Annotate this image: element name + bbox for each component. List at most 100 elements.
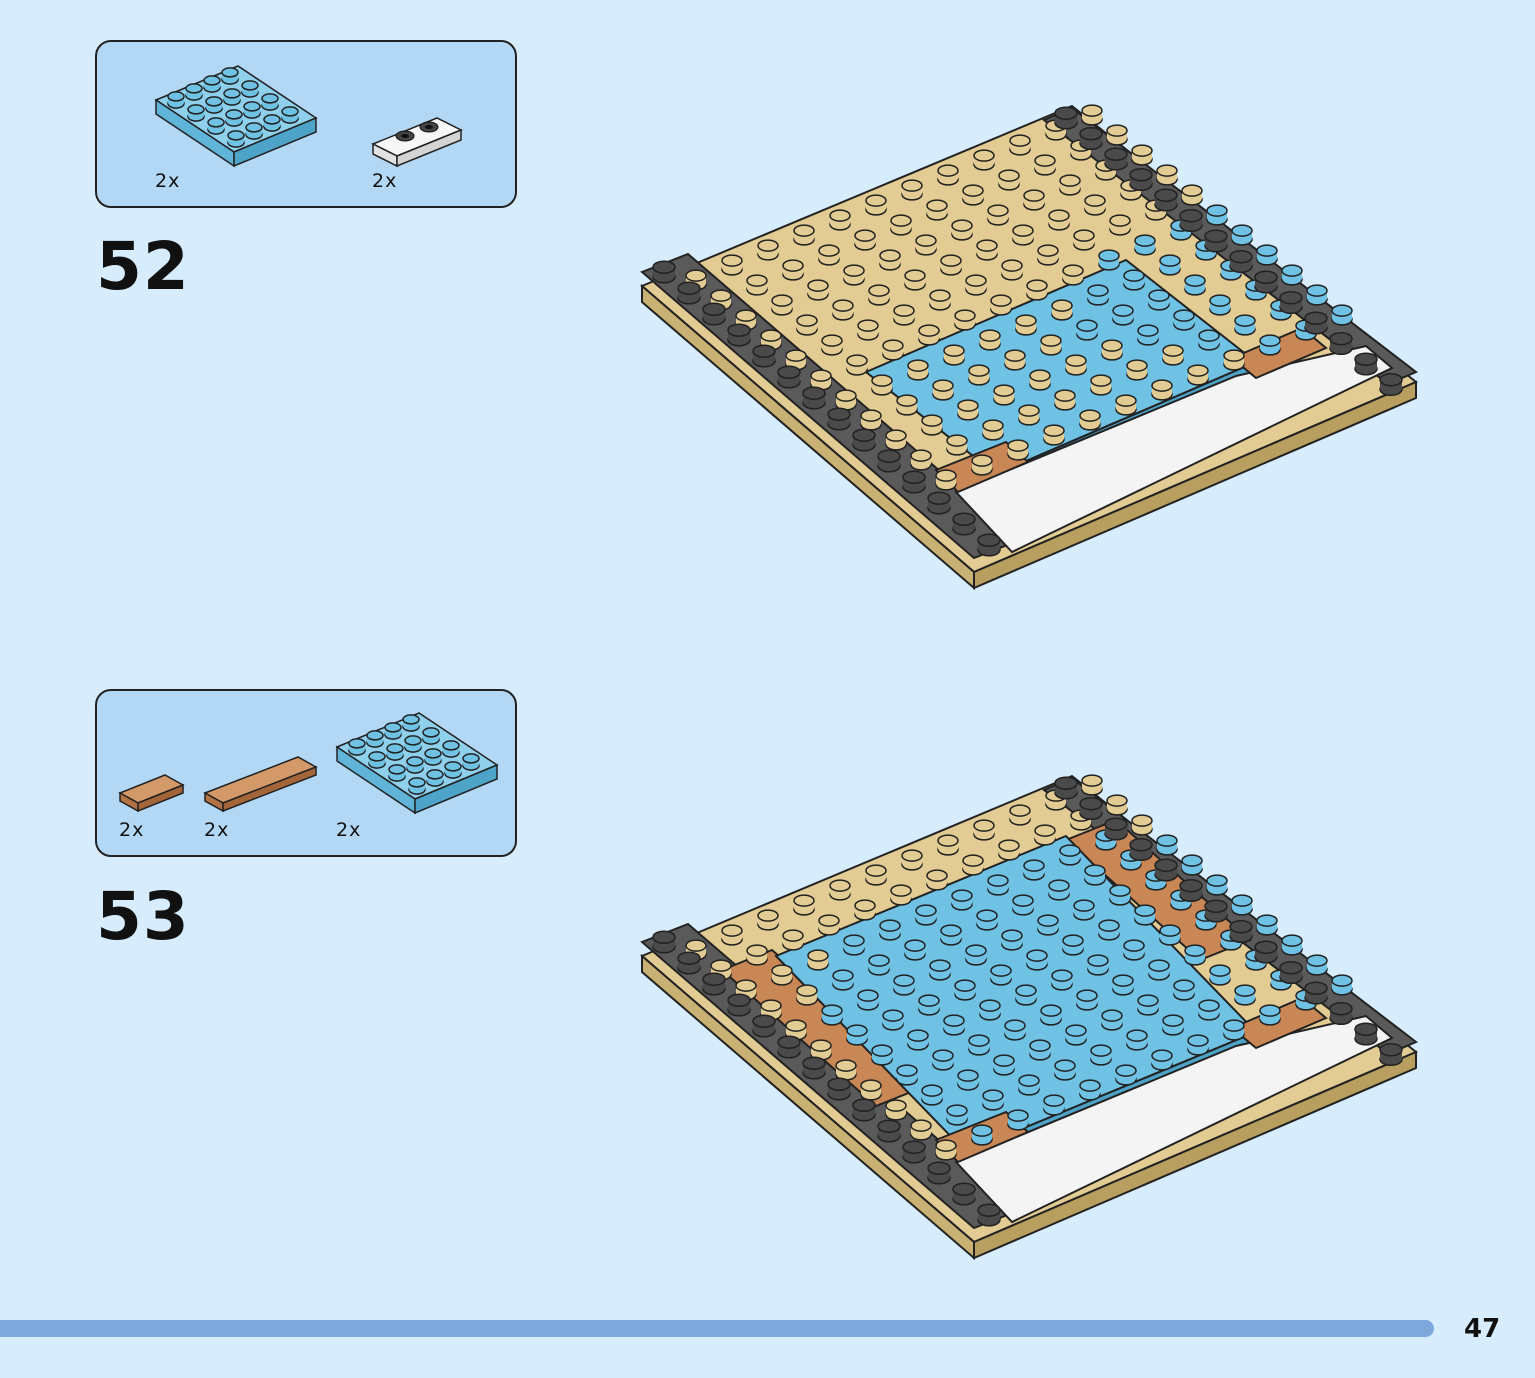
blue-stud xyxy=(1062,934,1084,956)
step-number: 53 xyxy=(96,878,190,955)
blue-stud xyxy=(1126,1029,1148,1051)
gray-stud xyxy=(802,1056,826,1080)
tan-stud xyxy=(1018,404,1040,426)
tan-stud xyxy=(760,329,782,351)
tan-stud xyxy=(1101,339,1123,361)
tan-stud xyxy=(854,229,876,251)
tan-stud xyxy=(835,1059,857,1081)
tan-stud xyxy=(721,924,743,946)
gray-stud xyxy=(1179,208,1203,233)
tan-stud xyxy=(810,1039,832,1061)
gray-stud xyxy=(1179,878,1203,903)
part-quantity: 2x xyxy=(119,819,145,841)
blue-stud xyxy=(1148,289,1170,311)
tan-stud xyxy=(971,454,993,476)
blue-stud xyxy=(1306,954,1328,976)
tan-stud xyxy=(1106,124,1128,146)
tan-stud xyxy=(1223,349,1245,371)
part-quantity: 2x xyxy=(336,819,362,841)
tan-stud xyxy=(1001,259,1023,281)
blue-stud xyxy=(821,1004,843,1026)
tan-stud xyxy=(871,374,893,396)
blue-stud xyxy=(1184,944,1206,966)
tan-stud xyxy=(829,879,851,901)
blue-stud xyxy=(1037,914,1059,936)
tan-stud xyxy=(1081,774,1103,796)
tan-stud xyxy=(935,1139,957,1161)
tan-stud xyxy=(746,274,768,296)
gray-stud xyxy=(1379,372,1403,397)
blue-stud xyxy=(1198,329,1220,351)
gray-stud xyxy=(702,302,726,326)
light-blue-4x4-plate-icon xyxy=(154,65,318,168)
blue-stud xyxy=(1151,1049,1173,1071)
blue-stud xyxy=(1159,254,1181,276)
tan-stud xyxy=(882,339,904,361)
tan-stud xyxy=(821,334,843,356)
plate-stud xyxy=(366,730,384,748)
tan-stud xyxy=(796,314,818,336)
gray-stud xyxy=(677,281,701,305)
blue-stud xyxy=(1112,974,1134,996)
blue-stud xyxy=(1076,319,1098,341)
tan-stud xyxy=(832,299,854,321)
tan-stud xyxy=(1043,424,1065,446)
part-quantity: 2x xyxy=(372,170,398,192)
tan-stud xyxy=(901,849,923,871)
plate-stud xyxy=(245,122,263,140)
tan-stud xyxy=(1009,134,1031,156)
blue-stud xyxy=(907,1029,929,1051)
tan-stud xyxy=(885,1099,907,1121)
tan-stud xyxy=(843,264,865,286)
tan-stud xyxy=(893,304,915,326)
tan-stud xyxy=(937,834,959,856)
tan-stud xyxy=(940,254,962,276)
blue-stud xyxy=(1101,1009,1123,1031)
tan-stud xyxy=(782,259,804,281)
tan-stud xyxy=(857,319,879,341)
gray-stud xyxy=(977,533,1001,557)
tan-stud xyxy=(1131,814,1153,836)
blue-stud xyxy=(1087,284,1109,306)
tan-stud xyxy=(885,429,907,451)
step-number: 52 xyxy=(96,228,190,305)
gray-stud xyxy=(1354,1022,1378,1046)
gray-stud xyxy=(952,1182,976,1206)
blue-stud xyxy=(1051,969,1073,991)
tan-stud xyxy=(796,984,818,1006)
gray-stud xyxy=(677,951,701,975)
tan-stud xyxy=(979,329,1001,351)
tan-stud xyxy=(982,419,1004,441)
blue-stud xyxy=(965,944,987,966)
plate-stud xyxy=(384,722,402,740)
tan-stud xyxy=(1151,379,1173,401)
tan-stud xyxy=(1004,349,1026,371)
blue-stud xyxy=(1206,204,1228,226)
tan-stud xyxy=(879,249,901,271)
tan-stud xyxy=(1015,314,1037,336)
plate-stud xyxy=(167,91,185,109)
blue-stud xyxy=(1281,264,1303,286)
plate-stud xyxy=(422,727,440,745)
blue-stud xyxy=(921,1084,943,1106)
tan-stud xyxy=(868,284,890,306)
plate-stud xyxy=(442,740,460,758)
gray-stud xyxy=(727,993,751,1017)
tan-stud xyxy=(854,899,876,921)
gray-stud xyxy=(902,1140,926,1164)
blue-stud xyxy=(1198,999,1220,1021)
blue-stud xyxy=(1148,959,1170,981)
blue-stud xyxy=(987,874,1009,896)
parts-callout-step-53: 2x 2x 2x xyxy=(95,689,517,857)
blue-stud xyxy=(990,964,1012,986)
blue-stud xyxy=(1223,1019,1245,1041)
blue-stud xyxy=(1173,979,1195,1001)
tan-stud xyxy=(757,909,779,931)
tan-stud xyxy=(990,294,1012,316)
tan-stud xyxy=(929,289,951,311)
tan-stud xyxy=(965,274,987,296)
blue-stud xyxy=(1184,274,1206,296)
tan-stud xyxy=(943,344,965,366)
plate-stud xyxy=(404,735,422,753)
tan-stud xyxy=(818,914,840,936)
